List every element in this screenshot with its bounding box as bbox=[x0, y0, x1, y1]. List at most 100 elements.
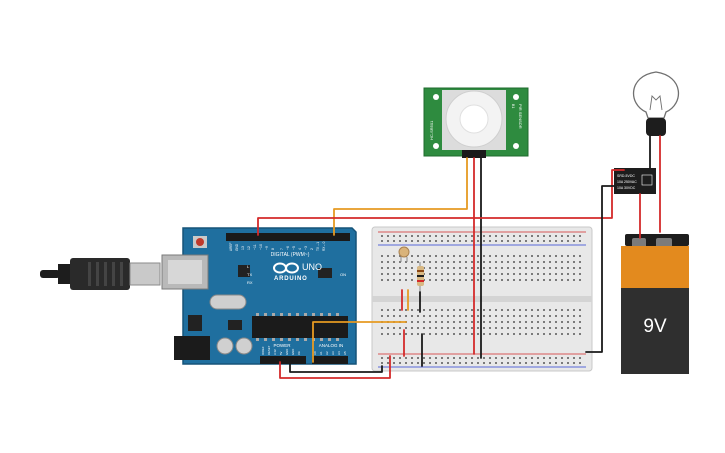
breadboard-hole[interactable] bbox=[537, 321, 539, 323]
breadboard-hole[interactable] bbox=[489, 357, 491, 359]
breadboard-hole[interactable] bbox=[411, 327, 413, 329]
breadboard-hole[interactable] bbox=[501, 279, 503, 281]
breadboard-hole[interactable] bbox=[381, 357, 383, 359]
breadboard-hole[interactable] bbox=[471, 261, 473, 263]
breadboard-hole[interactable] bbox=[531, 362, 533, 364]
breadboard-hole[interactable] bbox=[441, 327, 443, 329]
breadboard-hole[interactable] bbox=[411, 321, 413, 323]
breadboard-hole[interactable] bbox=[429, 255, 431, 257]
breadboard-hole[interactable] bbox=[525, 357, 527, 359]
breadboard-hole[interactable] bbox=[519, 273, 521, 275]
breadboard-hole[interactable] bbox=[525, 240, 527, 242]
breadboard-hole[interactable] bbox=[465, 333, 467, 335]
breadboard-hole[interactable] bbox=[465, 309, 467, 311]
breadboard-hole[interactable] bbox=[495, 267, 497, 269]
breadboard-hole[interactable] bbox=[567, 333, 569, 335]
breadboard-hole[interactable] bbox=[387, 273, 389, 275]
breadboard-hole[interactable] bbox=[435, 273, 437, 275]
breadboard-hole[interactable] bbox=[429, 315, 431, 317]
breadboard-hole[interactable] bbox=[387, 333, 389, 335]
breadboard-hole[interactable] bbox=[453, 279, 455, 281]
breadboard-hole[interactable] bbox=[393, 327, 395, 329]
breadboard-hole[interactable] bbox=[405, 362, 407, 364]
breadboard-hole[interactable] bbox=[525, 261, 527, 263]
breadboard-hole[interactable] bbox=[465, 315, 467, 317]
breadboard-hole[interactable] bbox=[507, 240, 509, 242]
breadboard-hole[interactable] bbox=[477, 240, 479, 242]
breadboard-hole[interactable] bbox=[483, 357, 485, 359]
breadboard-hole[interactable] bbox=[423, 357, 425, 359]
breadboard-hole[interactable] bbox=[399, 279, 401, 281]
breadboard-hole[interactable] bbox=[399, 362, 401, 364]
breadboard-hole[interactable] bbox=[399, 315, 401, 317]
breadboard-hole[interactable] bbox=[465, 357, 467, 359]
breadboard-hole[interactable] bbox=[495, 261, 497, 263]
breadboard-hole[interactable] bbox=[567, 267, 569, 269]
breadboard-hole[interactable] bbox=[417, 327, 419, 329]
breadboard-hole[interactable] bbox=[555, 273, 557, 275]
breadboard-hole[interactable] bbox=[543, 235, 545, 237]
breadboard-hole[interactable] bbox=[459, 273, 461, 275]
breadboard-hole[interactable] bbox=[489, 261, 491, 263]
breadboard-hole[interactable] bbox=[507, 333, 509, 335]
breadboard-hole[interactable] bbox=[483, 333, 485, 335]
breadboard-hole[interactable] bbox=[501, 261, 503, 263]
breadboard-hole[interactable] bbox=[519, 267, 521, 269]
breadboard-hole[interactable] bbox=[543, 321, 545, 323]
breadboard-hole[interactable] bbox=[393, 255, 395, 257]
breadboard-hole[interactable] bbox=[453, 255, 455, 257]
breadboard-hole[interactable] bbox=[453, 357, 455, 359]
breadboard-hole[interactable] bbox=[447, 235, 449, 237]
breadboard-hole[interactable] bbox=[531, 333, 533, 335]
breadboard-hole[interactable] bbox=[531, 235, 533, 237]
breadboard-hole[interactable] bbox=[537, 333, 539, 335]
breadboard-hole[interactable] bbox=[441, 362, 443, 364]
breadboard-hole[interactable] bbox=[567, 362, 569, 364]
breadboard-hole[interactable] bbox=[519, 309, 521, 311]
breadboard-hole[interactable] bbox=[465, 240, 467, 242]
breadboard-hole[interactable] bbox=[381, 362, 383, 364]
breadboard-hole[interactable] bbox=[459, 327, 461, 329]
breadboard-hole[interactable] bbox=[393, 357, 395, 359]
breadboard-hole[interactable] bbox=[453, 315, 455, 317]
breadboard-hole[interactable] bbox=[501, 362, 503, 364]
breadboard-hole[interactable] bbox=[537, 267, 539, 269]
breadboard-hole[interactable] bbox=[459, 357, 461, 359]
breadboard-hole[interactable] bbox=[495, 273, 497, 275]
breadboard-hole[interactable] bbox=[519, 333, 521, 335]
breadboard-hole[interactable] bbox=[573, 315, 575, 317]
breadboard-hole[interactable] bbox=[525, 309, 527, 311]
breadboard-hole[interactable] bbox=[513, 273, 515, 275]
breadboard-hole[interactable] bbox=[531, 255, 533, 257]
breadboard-hole[interactable] bbox=[513, 321, 515, 323]
breadboard-hole[interactable] bbox=[549, 279, 551, 281]
breadboard-hole[interactable] bbox=[525, 362, 527, 364]
breadboard-hole[interactable] bbox=[579, 333, 581, 335]
breadboard-hole[interactable] bbox=[459, 261, 461, 263]
breadboard-hole[interactable] bbox=[567, 261, 569, 263]
breadboard-hole[interactable] bbox=[453, 273, 455, 275]
breadboard-hole[interactable] bbox=[507, 261, 509, 263]
breadboard-hole[interactable] bbox=[381, 315, 383, 317]
breadboard-hole[interactable] bbox=[417, 357, 419, 359]
breadboard-hole[interactable] bbox=[441, 261, 443, 263]
breadboard-hole[interactable] bbox=[465, 321, 467, 323]
breadboard-hole[interactable] bbox=[447, 267, 449, 269]
breadboard-hole[interactable] bbox=[429, 333, 431, 335]
breadboard-hole[interactable] bbox=[423, 309, 425, 311]
breadboard-hole[interactable] bbox=[447, 327, 449, 329]
breadboard-hole[interactable] bbox=[423, 315, 425, 317]
breadboard-hole[interactable] bbox=[405, 273, 407, 275]
breadboard-hole[interactable] bbox=[561, 240, 563, 242]
breadboard-hole[interactable] bbox=[483, 235, 485, 237]
breadboard-hole[interactable] bbox=[381, 333, 383, 335]
breadboard-hole[interactable] bbox=[555, 333, 557, 335]
breadboard-hole[interactable] bbox=[381, 261, 383, 263]
breadboard-hole[interactable] bbox=[519, 279, 521, 281]
breadboard-hole[interactable] bbox=[465, 273, 467, 275]
breadboard-hole[interactable] bbox=[567, 315, 569, 317]
breadboard-hole[interactable] bbox=[513, 261, 515, 263]
breadboard-hole[interactable] bbox=[459, 235, 461, 237]
breadboard-hole[interactable] bbox=[483, 273, 485, 275]
breadboard-hole[interactable] bbox=[447, 315, 449, 317]
